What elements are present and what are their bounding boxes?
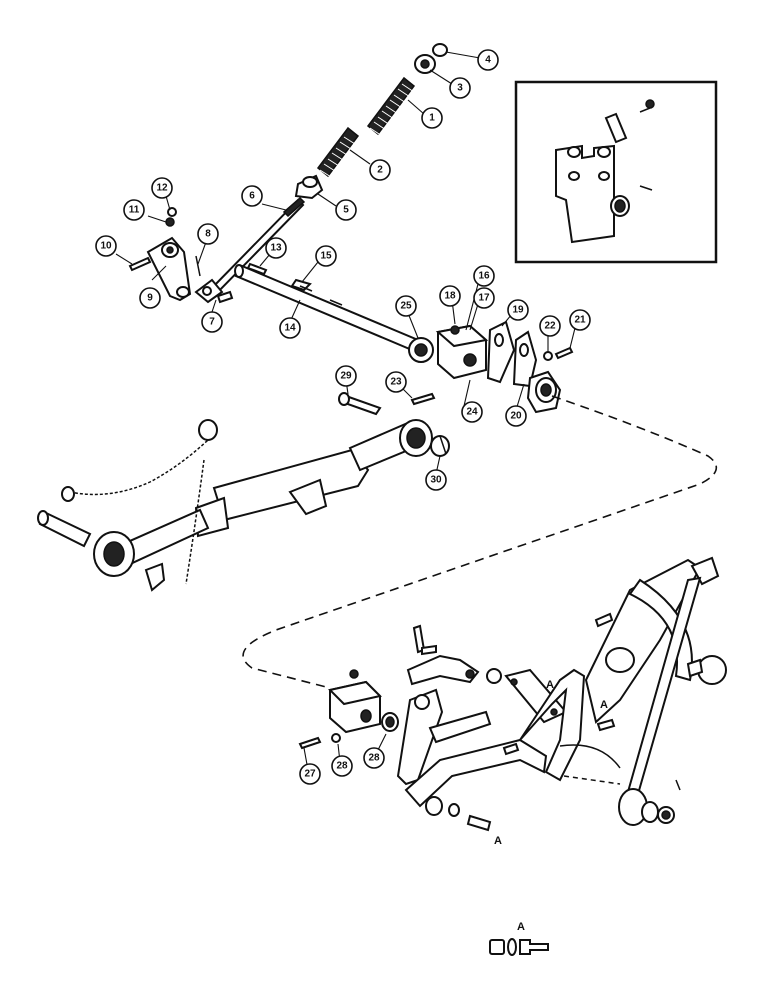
lower-assembly [298, 556, 727, 832]
callout-8: 8 [197, 223, 219, 245]
svg-text:17: 17 [478, 293, 490, 304]
svg-text:13: 13 [270, 243, 282, 254]
callout-22: 22 [539, 315, 561, 337]
callout-4: 4 [477, 49, 499, 71]
marker-a-link: A [546, 679, 554, 691]
svg-text:19: 19 [512, 305, 524, 316]
svg-text:22: 22 [544, 321, 556, 332]
callout-2: 2 [369, 159, 391, 181]
marker-a-frame: A [600, 699, 608, 711]
callout-23: 23 [385, 371, 407, 393]
callout-28-bushing: 28 [363, 747, 385, 769]
callout-13: 13 [265, 237, 287, 259]
top-link [37, 392, 450, 592]
svg-text:3: 3 [457, 83, 463, 94]
callout-17: 17 [473, 287, 495, 309]
callout-21: 21 [569, 309, 591, 331]
marker-a-pedal: A [494, 835, 502, 847]
legend-a-label: A [517, 921, 525, 933]
callout-25: 25 [395, 295, 417, 317]
callout-16: 16 [473, 265, 495, 287]
callout-20: 20 [505, 405, 527, 427]
callout-19: 19 [507, 299, 529, 321]
svg-text:15: 15 [320, 251, 332, 262]
callout-12: 12 [151, 177, 173, 199]
spring-assembly [128, 43, 448, 304]
cross-shaft [234, 264, 420, 352]
svg-text:21: 21 [574, 315, 586, 326]
svg-text:4: 4 [485, 55, 491, 66]
svg-text:18: 18 [444, 291, 456, 302]
svg-text:23: 23 [390, 377, 402, 388]
svg-text:2: 2 [377, 165, 383, 176]
svg-text:12: 12 [156, 183, 168, 194]
svg-text:16: 16 [478, 271, 490, 282]
callout-5: 5 [335, 199, 357, 221]
callout-7: 7 [201, 311, 223, 333]
svg-text:14: 14 [284, 323, 296, 334]
svg-text:24: 24 [466, 407, 478, 418]
svg-text:27: 27 [304, 769, 316, 780]
svg-text:29: 29 [340, 371, 352, 382]
callout-11: 11 [123, 199, 145, 221]
svg-text:6: 6 [249, 191, 255, 202]
svg-text:11: 11 [129, 205, 140, 216]
callout-24: 24 [461, 401, 483, 423]
svg-text:25: 25 [400, 301, 412, 312]
inset-detail [514, 80, 718, 264]
legend-hardware-a [489, 938, 549, 956]
guide-line [242, 395, 718, 689]
svg-text:8: 8 [205, 229, 211, 240]
callout-29: 29 [335, 365, 357, 387]
callout-18: 18 [439, 285, 461, 307]
svg-text:28: 28 [336, 761, 348, 772]
svg-text:9: 9 [147, 293, 153, 304]
svg-text:20: 20 [510, 411, 522, 422]
svg-text:1: 1 [429, 113, 435, 124]
callout-15: 15 [315, 245, 337, 267]
callout-30: 30 [425, 469, 447, 491]
callout-10: 10 [95, 235, 117, 257]
svg-text:5: 5 [343, 205, 349, 216]
svg-text:30: 30 [430, 475, 442, 486]
callout-27: 27 [299, 763, 321, 785]
callout-9: 9 [139, 287, 161, 309]
svg-text:7: 7 [209, 317, 215, 328]
bracket-assembly [408, 320, 574, 414]
callout-28-washer: 28 [331, 755, 353, 777]
svg-text:10: 10 [100, 241, 112, 252]
svg-text:28: 28 [368, 753, 380, 764]
callout-14: 14 [279, 317, 301, 339]
callout-6: 6 [241, 185, 263, 207]
callout-3: 3 [449, 77, 471, 99]
callout-1: 1 [421, 107, 443, 129]
